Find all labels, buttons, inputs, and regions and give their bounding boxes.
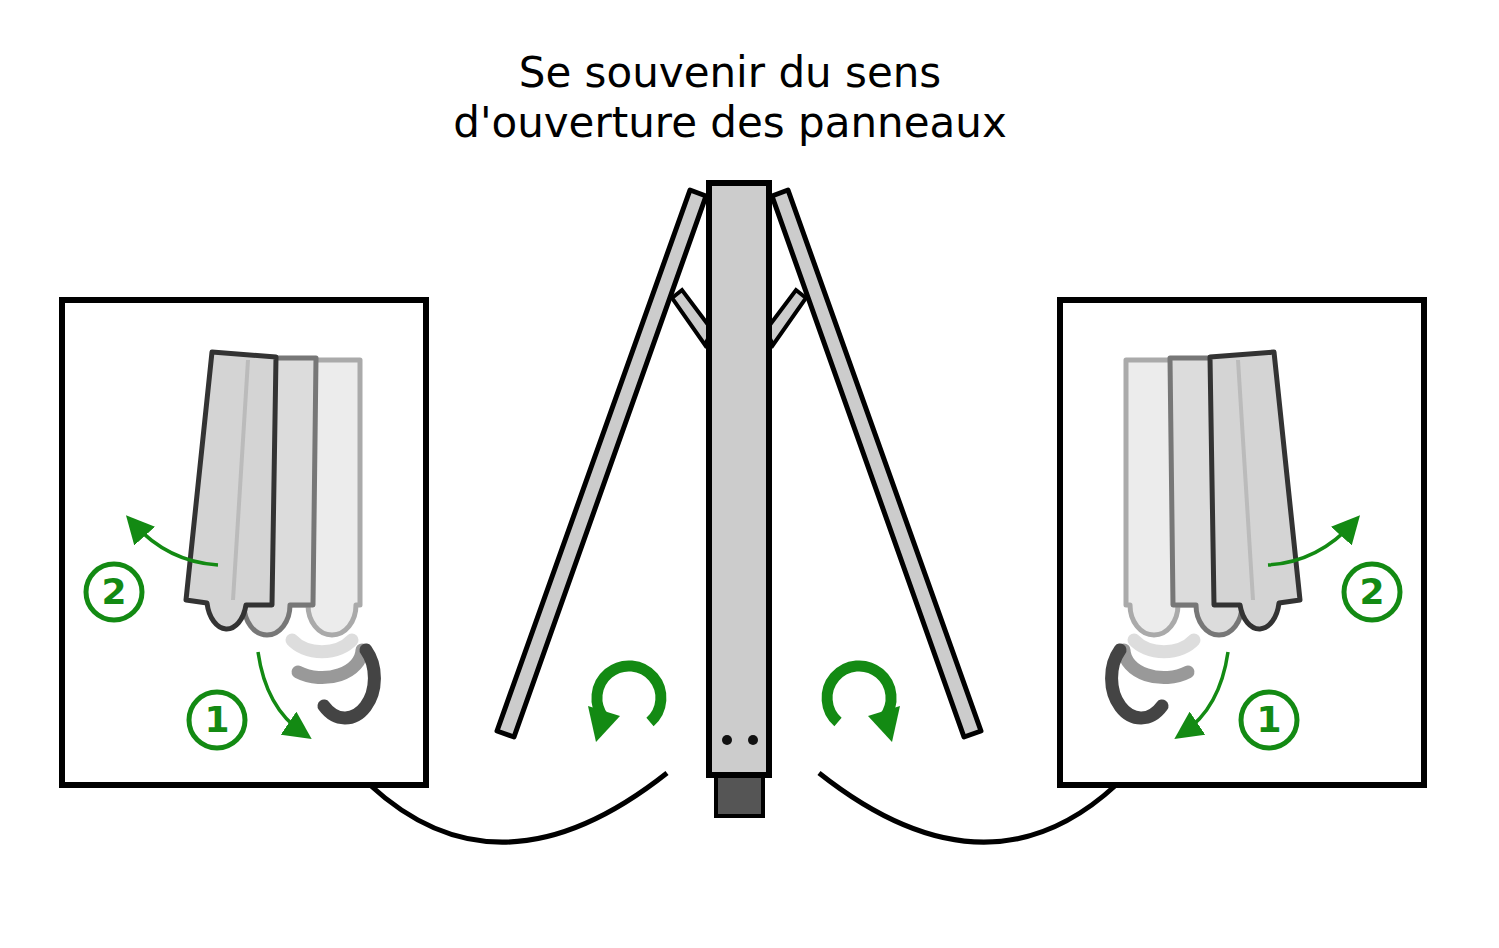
monitor-edge: [709, 183, 769, 775]
drawing-part: [292, 640, 352, 652]
callout-number: 1: [195, 700, 239, 740]
screw: [722, 735, 732, 745]
screw: [748, 735, 758, 745]
stand-base: [716, 772, 763, 816]
drawing-part: [324, 650, 374, 718]
drawing-part: [258, 652, 303, 733]
drawing-part: [62, 300, 426, 785]
drawing-part: [233, 360, 248, 600]
drawing-part: [86, 564, 142, 620]
stand-leg: [772, 190, 981, 737]
drawing-part: [868, 706, 900, 742]
callout-number: 2: [92, 572, 136, 612]
rotation-arrow: [827, 666, 900, 742]
drawing-part: [189, 692, 245, 748]
title: Se souvenir du sens d'ouverture des pann…: [410, 48, 1050, 148]
inset-view: [62, 300, 426, 785]
drawing-part: [298, 650, 362, 678]
rotation-arrow: [588, 666, 661, 742]
drawing-part: [186, 352, 276, 629]
stand-leg: [497, 190, 706, 737]
callout-number: 1: [1247, 700, 1291, 740]
drawing-part: [133, 523, 218, 565]
drawing-part: [588, 706, 620, 742]
inset-view: [1060, 300, 1424, 785]
callout-number: 2: [1350, 572, 1394, 612]
